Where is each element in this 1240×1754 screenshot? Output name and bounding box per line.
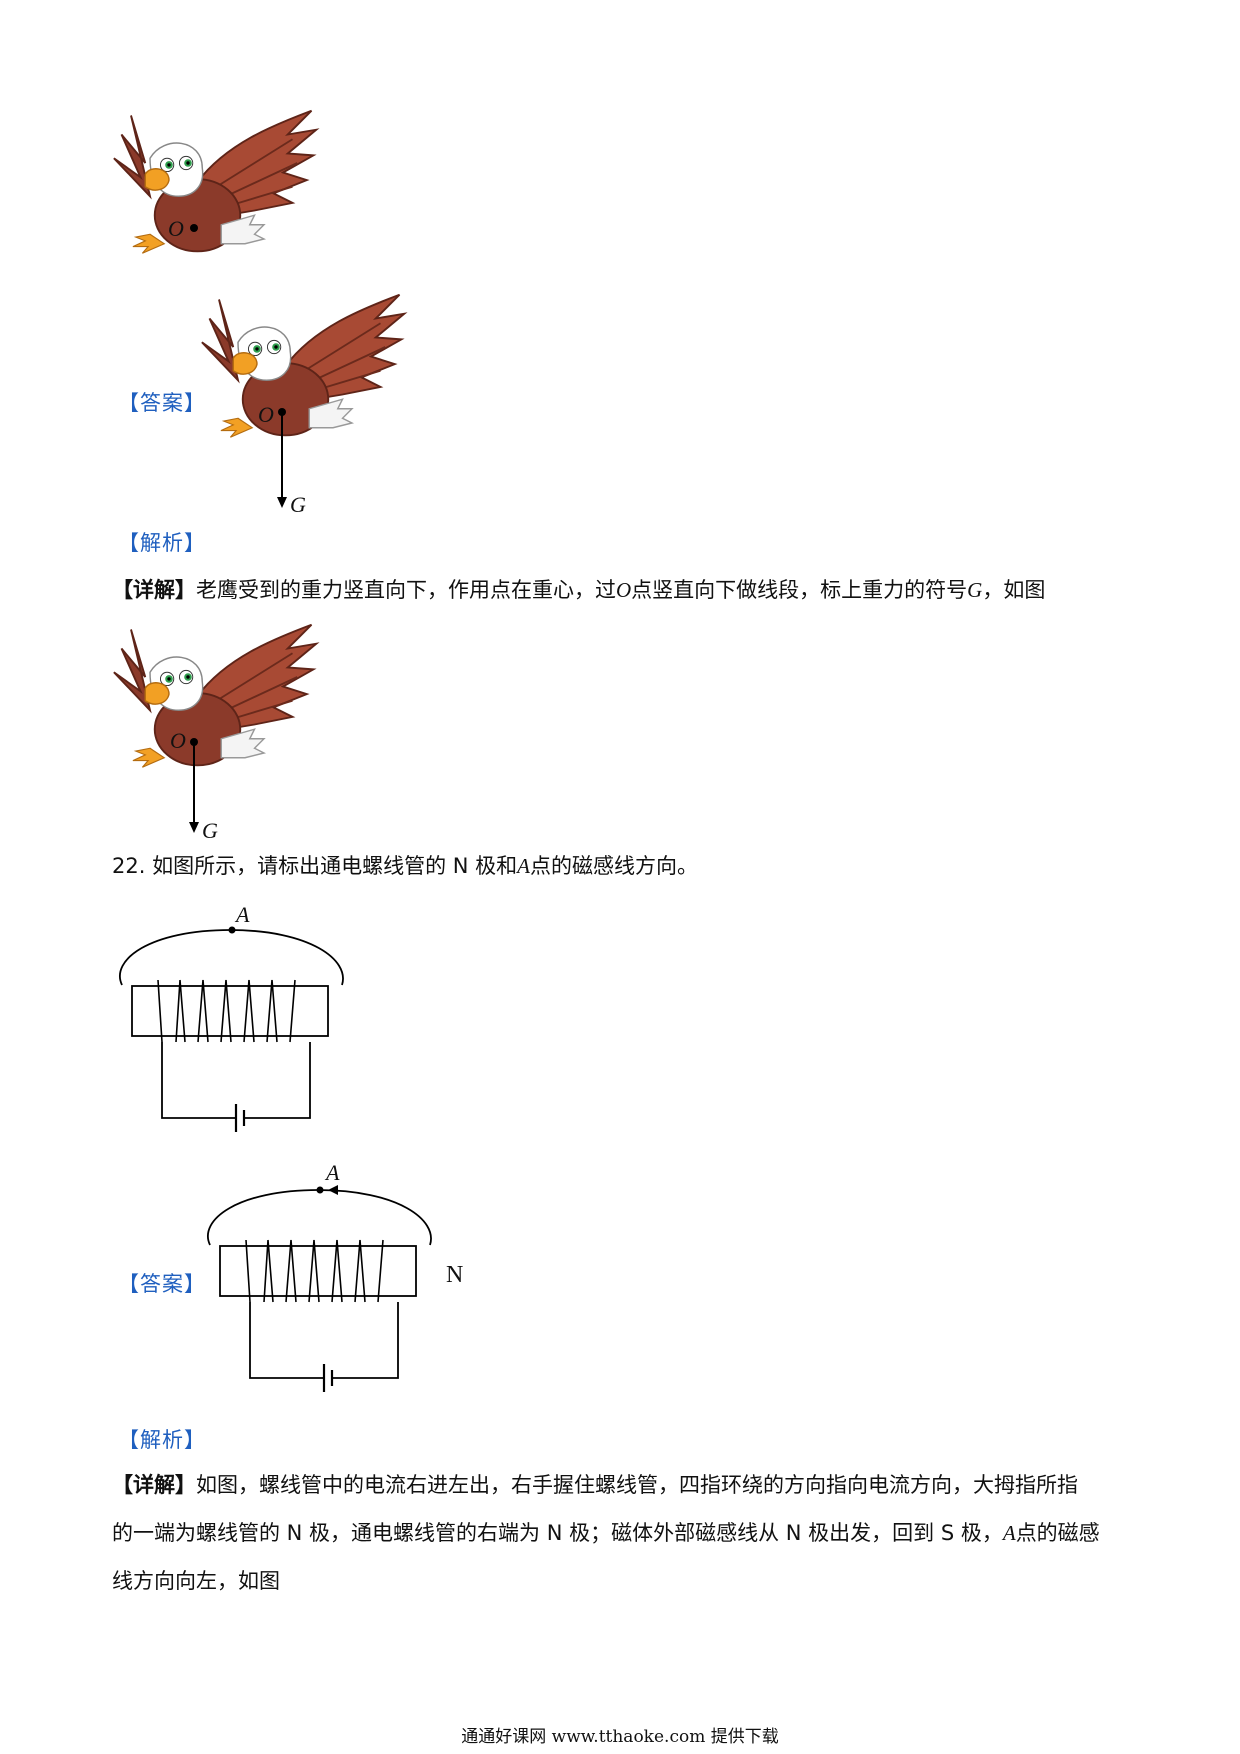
q21-answer-tag: 【答案】 bbox=[118, 391, 206, 415]
eagle-2-label-o: O bbox=[258, 402, 274, 427]
solenoid-q-label-a: A bbox=[236, 902, 250, 927]
q22-detail-line1: 【详解】如图，螺线管中的电流右进左出，右手握住螺线管，四指环绕的方向指向电流方向… bbox=[112, 1461, 1142, 1509]
q21-detail-part2: 点竖直向下做线段，标上重力的符号 bbox=[631, 578, 968, 602]
q22-detail-line2-part1: 的一端为螺线管的 N 极，通电螺线管的右端为 N 极；磁体外部磁感线从 N 极出… bbox=[112, 1521, 1003, 1545]
q22-detail: 【详解】如图，螺线管中的电流右进左出，右手握住螺线管，四指环绕的方向指向电流方向… bbox=[112, 1461, 1142, 1605]
q22-detail-line2-point: A bbox=[1002, 1521, 1016, 1545]
eagle-figure-3 bbox=[112, 623, 318, 833]
solenoid-figure-question bbox=[119, 926, 344, 1132]
q22-detail-line1-text: 如图，螺线管中的电流右进左出，右手握住螺线管，四指环绕的方向指向电流方向，大拇指… bbox=[196, 1473, 1078, 1497]
q21-analysis-tag: 【解析】 bbox=[118, 531, 206, 555]
q22-analysis-tag: 【解析】 bbox=[118, 1428, 206, 1452]
q21-detail-part1: 老鹰受到的重力竖直向下，作用点在重心，过 bbox=[196, 578, 616, 602]
q21-detail: 【详解】老鹰受到的重力竖直向下，作用点在重心，过O点竖直向下做线段，标上重力的符… bbox=[112, 566, 1132, 614]
q22-question: 22. 如图所示，请标出通电螺线管的 N 极和A点的磁感线方向。 bbox=[112, 842, 1132, 890]
solenoid-a-label-a: A bbox=[326, 1160, 340, 1185]
q21-detail-part3: ，如图 bbox=[982, 578, 1046, 602]
q22-detail-line2: 的一端为螺线管的 N 极，通电螺线管的右端为 N 极；磁体外部磁感线从 N 极出… bbox=[112, 1509, 1142, 1557]
q22-detail-line2-part2: 点的磁感 bbox=[1015, 1521, 1100, 1545]
page-footer: 通通好课网 www.tthaoke.com 提供下载 bbox=[461, 1727, 779, 1747]
q22-detail-tag: 【详解】 bbox=[112, 1473, 196, 1497]
q22-question-part2: 点的磁感线方向。 bbox=[529, 854, 698, 878]
q21-detail-tag: 【详解】 bbox=[112, 578, 196, 602]
eagle-figure-2 bbox=[200, 293, 406, 508]
q22-question-point: A bbox=[517, 854, 530, 878]
q22-detail-line3: 线方向向左，如图 bbox=[112, 1569, 280, 1593]
q22-answer-tag: 【答案】 bbox=[118, 1272, 206, 1296]
q22-question-part1: 如图所示，请标出通电螺线管的 N 极和 bbox=[152, 854, 518, 878]
q21-detail-point: O bbox=[616, 578, 632, 602]
eagle-3-label-g: G bbox=[202, 818, 218, 843]
q21-detail-symbol: G bbox=[967, 578, 983, 602]
q22-number: 22. bbox=[112, 854, 146, 878]
solenoid-a-label-n: N bbox=[446, 1262, 464, 1288]
eagle-figure-1 bbox=[112, 109, 318, 255]
eagle-3-label-o: O bbox=[170, 728, 186, 753]
eagle-2-label-g: G bbox=[290, 492, 306, 517]
solenoid-figure-answer bbox=[207, 1185, 432, 1392]
eagle-1-label-o: O bbox=[168, 216, 184, 241]
